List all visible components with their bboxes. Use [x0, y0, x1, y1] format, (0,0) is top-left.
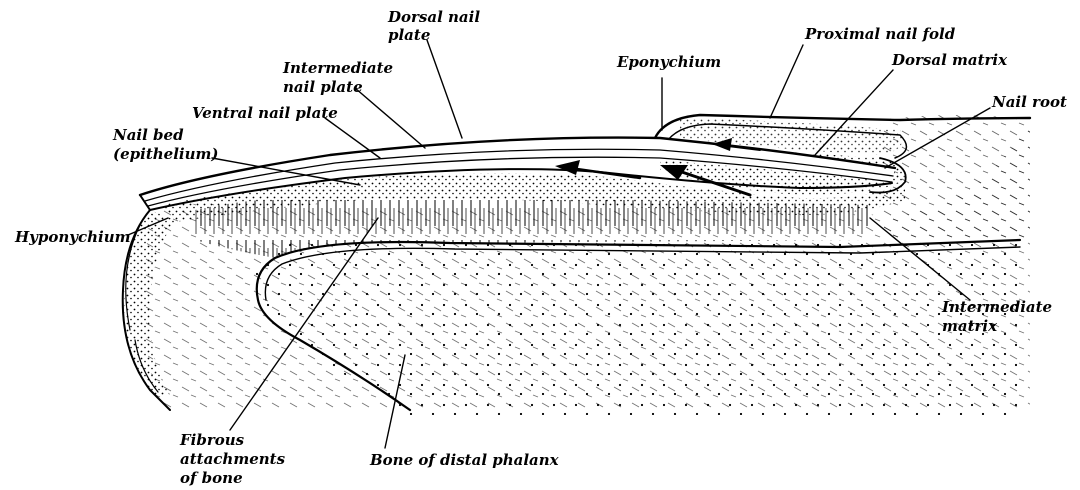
label-fibrous-attachments: Fibrous attachments of bone — [179, 431, 290, 487]
label-dorsal-matrix: Dorsal matrix — [891, 51, 1008, 69]
label-nail-root: Nail root — [991, 93, 1067, 111]
label-intermediate-nail-plate: Intermediate nail plate — [282, 59, 398, 96]
label-nail-bed: Nail bed (epithelium) — [112, 126, 218, 163]
bone-of-distal-phalanx — [254, 240, 1020, 415]
label-dorsal-nail-plate: Dorsal nail plate — [387, 8, 485, 44]
label-bone-of-distal-phalanx: Bone of distal phalanx — [369, 451, 560, 469]
label-proximal-nail-fold: Proximal nail fold — [804, 25, 956, 43]
label-ventral-nail-plate: Ventral nail plate — [192, 104, 338, 122]
label-hyponychium: Hyponychium — [14, 228, 131, 246]
label-eponychium: Eponychium — [616, 53, 721, 71]
